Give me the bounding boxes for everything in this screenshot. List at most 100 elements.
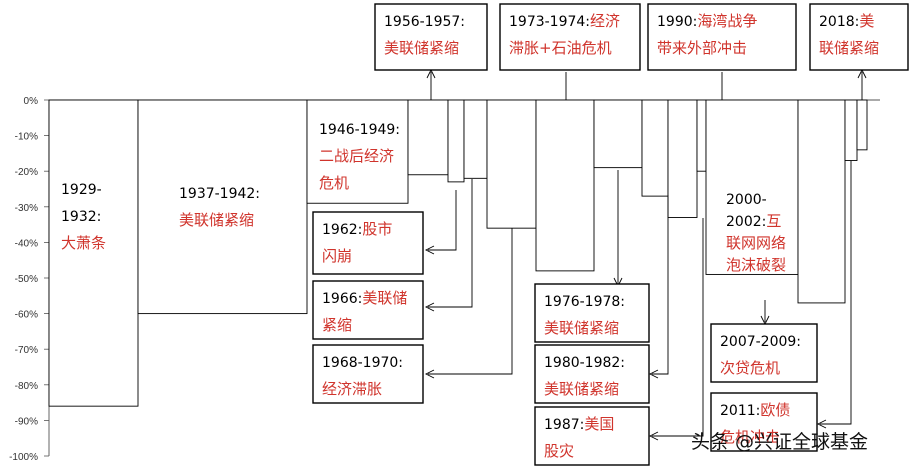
callout-desc: 联网网络 xyxy=(726,234,786,252)
drawdown-bar xyxy=(48,99,139,407)
callout-line: 2018:美 xyxy=(819,12,874,30)
drawdown-bar xyxy=(797,99,846,304)
drawdown-bar xyxy=(641,99,669,197)
callout-line: 股灾 xyxy=(544,442,574,460)
callout-date: 1966: xyxy=(322,291,362,307)
callout-line: 2007-2009: xyxy=(720,334,801,350)
callout-line: 1987:美国 xyxy=(544,415,614,433)
callout-6: 1966:美联储紧缩 xyxy=(312,280,424,340)
callout-frame xyxy=(312,280,424,340)
callout-frame xyxy=(534,283,650,343)
callout-7: 1968-1970: 经济滞胀 xyxy=(312,344,424,404)
callout-line: 美联储紧缩 xyxy=(544,319,619,337)
callout-frame xyxy=(312,211,424,275)
y-tick-label: -40% xyxy=(15,238,38,249)
callout-line: 1946-1949: xyxy=(319,122,400,138)
callout-date: 1932: xyxy=(61,209,101,225)
callout-16: 2018:美联储紧缩 xyxy=(809,3,909,71)
callout-arrow xyxy=(648,195,669,379)
drawdown-bar xyxy=(463,99,488,179)
drawdown-bar xyxy=(844,99,858,161)
callout-date: 1987: xyxy=(544,417,584,433)
callout-2: 1937-1942: 美联储紧缩 xyxy=(179,186,260,229)
y-tick-label: -10% xyxy=(15,132,38,143)
callout-date: 1929- xyxy=(61,182,102,198)
callout-desc: 经济 xyxy=(590,12,620,30)
drawdown-bar xyxy=(447,99,465,183)
callout-date: 2007-2009: xyxy=(720,334,801,350)
callout-date: 1937-1942: xyxy=(179,186,260,202)
callout-date: 1962: xyxy=(322,222,362,238)
y-tick-label: -80% xyxy=(15,381,38,392)
y-tick-label: -20% xyxy=(15,167,38,178)
callout-desc: 危机 xyxy=(319,174,349,192)
callout-9: 1976-1978: 美联储紧缩 xyxy=(534,283,650,343)
callout-line: 1968-1970: xyxy=(322,355,403,371)
callout-frame xyxy=(710,323,818,383)
callout-line: 紧缩 xyxy=(322,316,352,334)
callout-date: 1956-1957: xyxy=(384,14,465,30)
callout-date: 2018: xyxy=(819,14,859,30)
drawdown-bar xyxy=(137,99,308,315)
callout-desc: 美联储紧缩 xyxy=(179,211,254,229)
watermark-text: 头条 @兴证全球基金 xyxy=(691,431,868,453)
callout-line: 经济滞胀 xyxy=(322,380,382,398)
callout-date: 1980-1982: xyxy=(544,355,625,371)
bars xyxy=(48,99,868,407)
callout-frame xyxy=(534,406,650,466)
callout-line: 联储紧缩 xyxy=(819,39,879,57)
y-tick-label: -30% xyxy=(15,203,38,214)
callout-desc: 股灾 xyxy=(544,442,574,460)
callout-line: 1932: xyxy=(61,209,101,225)
callout-8: 1973-1974:经济滞胀+石油危机 xyxy=(499,3,641,71)
callout-arrow xyxy=(760,300,770,326)
callout-desc: 闪崩 xyxy=(322,247,352,265)
callout-desc: 美联储 xyxy=(362,289,407,307)
callout-line: 2000- xyxy=(726,192,767,208)
callout-frame xyxy=(312,344,424,404)
callout-desc: 欧债 xyxy=(760,401,790,419)
callout-line: 1962:股市 xyxy=(322,220,392,238)
callout-arrow xyxy=(424,190,457,255)
callout-desc: 美联储紧缩 xyxy=(384,39,459,57)
callout-desc: 美联储紧缩 xyxy=(544,319,619,337)
callout-date: 1946-1949: xyxy=(319,122,400,138)
callout-arrow xyxy=(648,218,704,441)
callout-line: 大萧条 xyxy=(61,234,106,252)
callout-4: 1956-1957: 美联储紧缩 xyxy=(374,3,488,71)
callout-desc: 大萧条 xyxy=(61,234,106,252)
callout-date: 1976-1978: xyxy=(544,294,625,310)
drawdown-bar xyxy=(593,99,643,169)
callout-line: 联网网络 xyxy=(726,234,786,252)
callout-arrow xyxy=(426,68,436,100)
callout-date: 2002: xyxy=(726,214,766,230)
callout-line: 美联储紧缩 xyxy=(179,211,254,229)
callout-desc: 互 xyxy=(766,212,781,230)
callout-desc: 次贷危机 xyxy=(720,359,780,377)
drawdown-bar xyxy=(705,99,799,275)
callout-date: 2000- xyxy=(726,192,767,208)
callouts: 1929- 1932: 大萧条 1937-1942: 美联储紧缩 1946-1949:二战… xyxy=(61,3,909,466)
callout-date: 1990: xyxy=(657,14,697,30)
callout-date: 2011: xyxy=(720,403,760,419)
callout-desc: 泡沫破裂 xyxy=(726,256,786,274)
callout-desc: 美联储紧缩 xyxy=(544,380,619,398)
callout-frame xyxy=(374,3,488,71)
callout-desc: 危机冲击 xyxy=(720,428,780,446)
callout-desc: 海湾战争 xyxy=(697,12,757,30)
callout-arrow xyxy=(613,170,623,288)
y-tick-label: -90% xyxy=(15,416,38,427)
callout-line: 1929- xyxy=(61,182,102,198)
callout-line: 1956-1957: xyxy=(384,14,465,30)
callout-line: 滞胀+石油危机 xyxy=(509,39,612,57)
callout-arrow xyxy=(424,228,513,379)
callout-connectors xyxy=(424,68,867,441)
y-tick-label: -60% xyxy=(15,310,38,321)
drawdown-bar xyxy=(667,99,698,218)
callout-line: 带来外部冲击 xyxy=(657,39,747,57)
callout-line: 次贷危机 xyxy=(720,359,780,377)
callout-frame xyxy=(647,3,797,71)
